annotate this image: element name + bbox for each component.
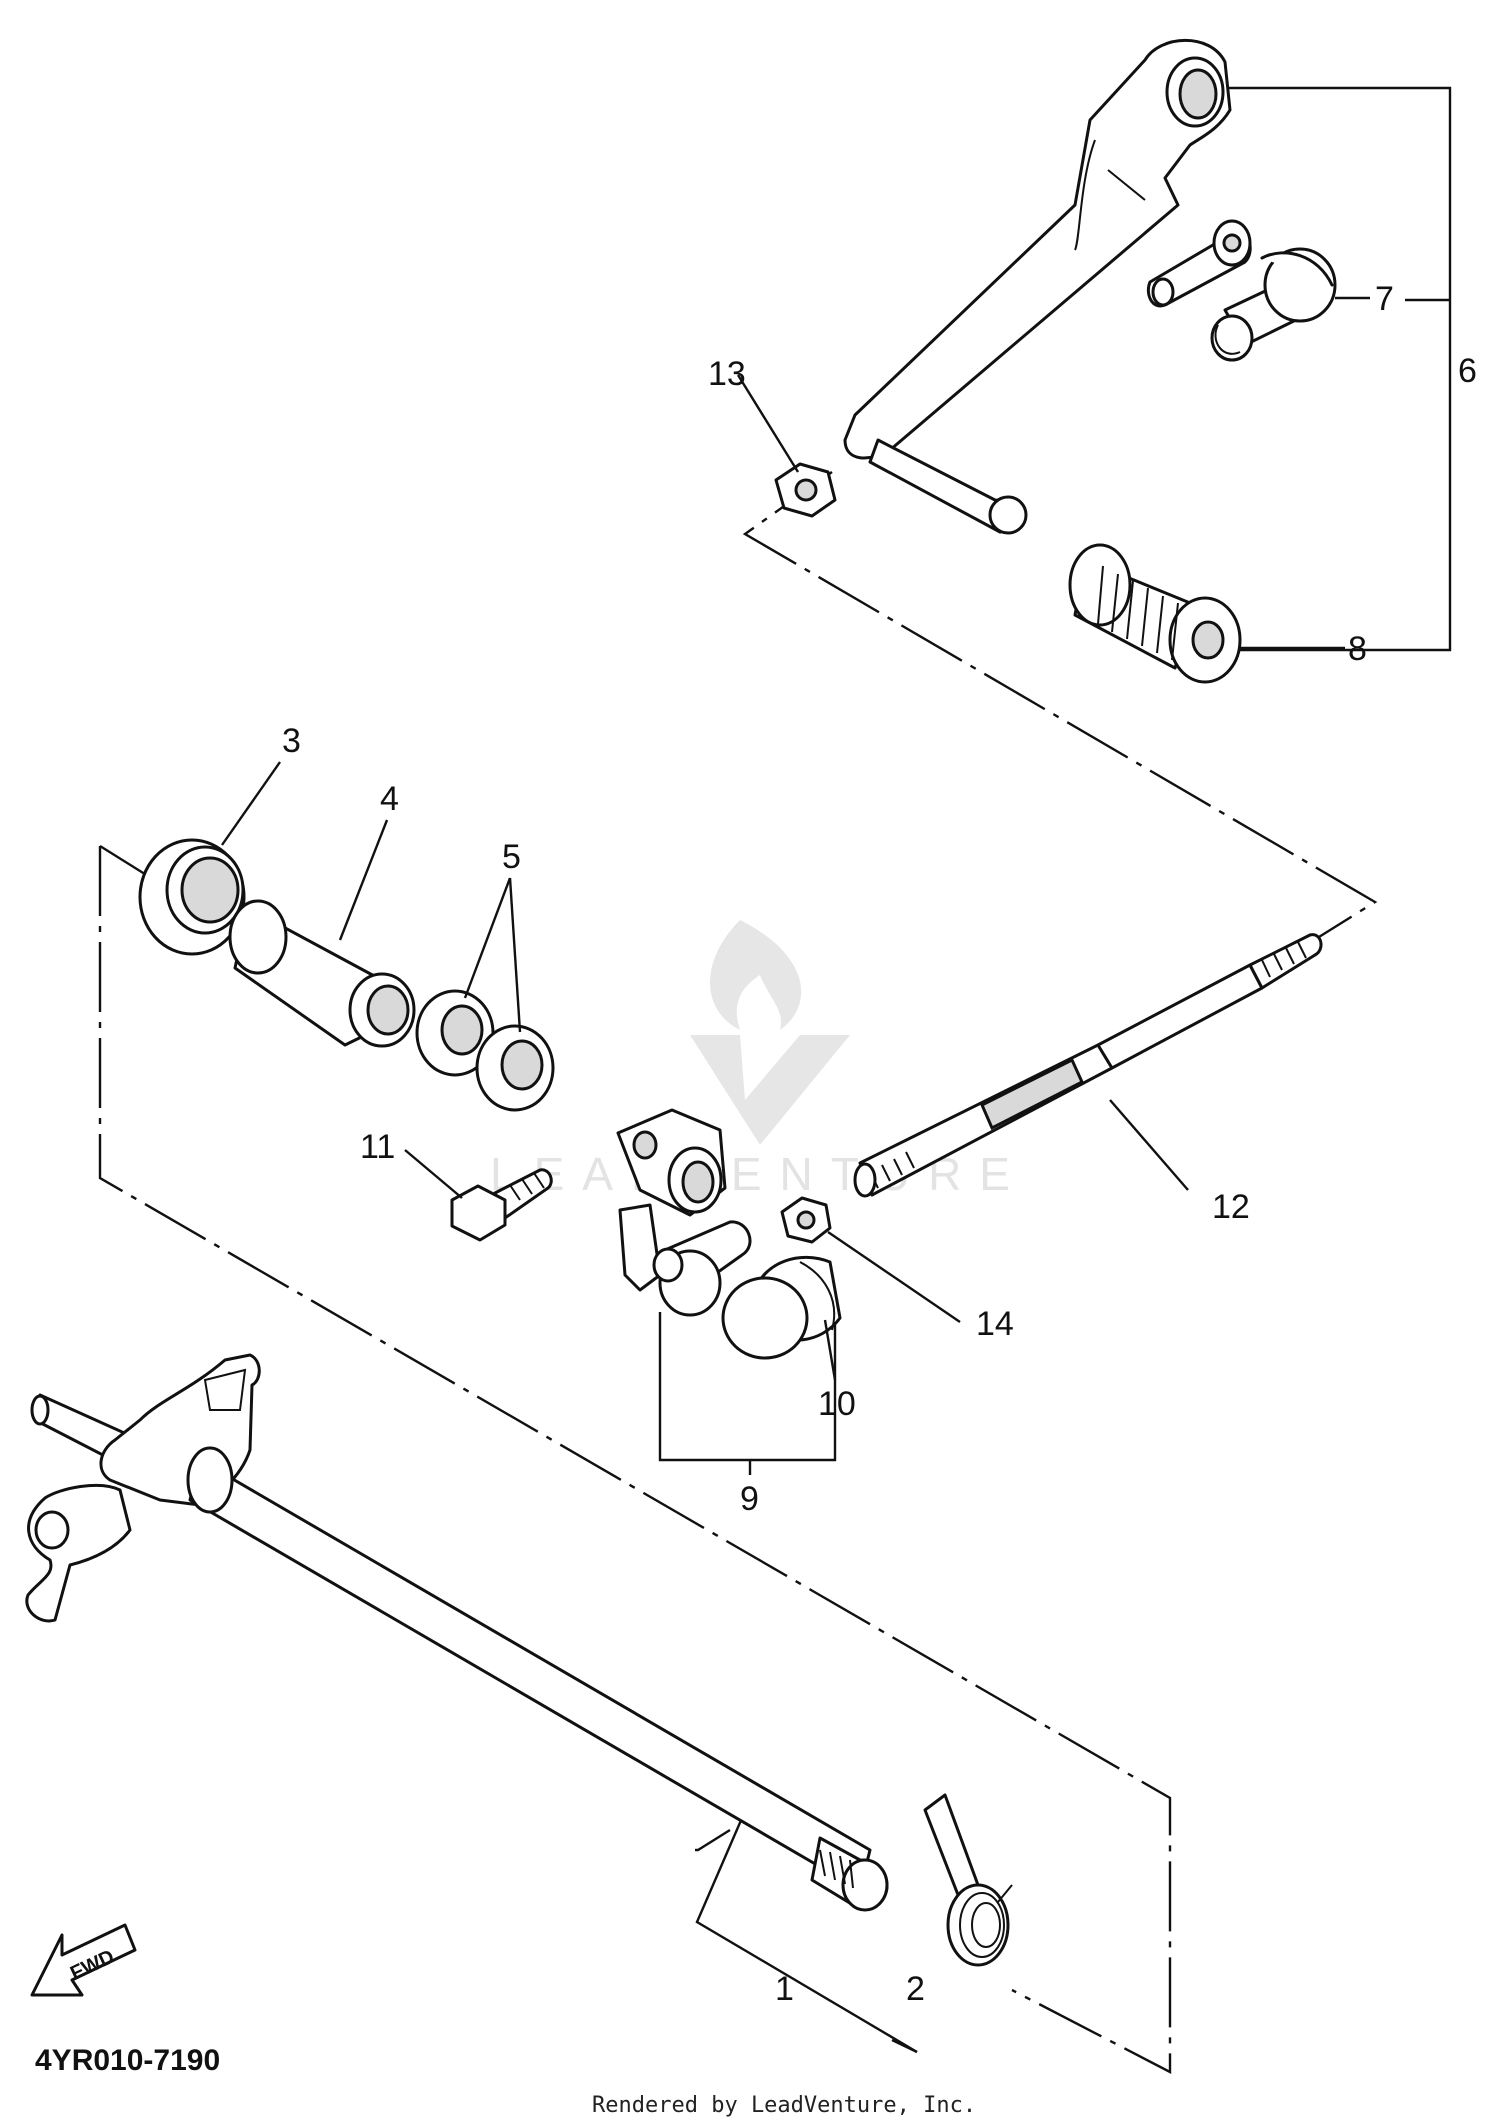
callout-4: 4 (380, 780, 399, 818)
render-credit: Rendered by LeadVenture, Inc. (592, 2093, 976, 2118)
callout-1: 1 (775, 1970, 794, 2008)
callout-8: 8 (1348, 630, 1367, 668)
callout-12: 12 (1212, 1188, 1250, 1226)
rod-nut (780, 1196, 832, 1244)
shift-rod (853, 933, 1323, 1198)
fwd-arrow: FWD (30, 1923, 137, 1997)
return-spring (923, 1793, 1013, 1967)
callout-2: 2 (906, 1970, 925, 2008)
pedal-rubber (1068, 543, 1242, 684)
joint-cover (721, 1255, 842, 1360)
callout-leaders (221, 296, 1370, 1381)
bearing-pair (415, 989, 555, 1112)
collar (228, 899, 416, 1048)
pivot-bolt (1210, 247, 1337, 362)
rod-end-assembly (616, 1108, 752, 1317)
callout-11: 11 (360, 1128, 395, 1166)
callout-13: 13 (708, 355, 746, 393)
callout-14: 14 (976, 1305, 1014, 1343)
watermark-logo: LEADVENTURE (490, 920, 1010, 1200)
callout-3: 3 (282, 722, 301, 760)
callout-10: 10 (818, 1385, 856, 1423)
shift-pedal (843, 39, 1252, 535)
oil-seal (138, 838, 246, 956)
callout-7: 7 (1375, 280, 1394, 318)
callout-6: 6 (1458, 352, 1477, 390)
callout-5: 5 (502, 838, 521, 876)
callout-9: 9 (740, 1480, 759, 1518)
diagram-code: 4YR010-7190 (35, 2044, 220, 2077)
shift-shaft (25, 1353, 889, 1912)
pinch-bolt (450, 1168, 553, 1242)
callout-labels: 1 2 3 4 5 6 7 8 9 10 11 12 13 14 (282, 280, 1477, 2008)
pedal-nut (774, 462, 837, 518)
